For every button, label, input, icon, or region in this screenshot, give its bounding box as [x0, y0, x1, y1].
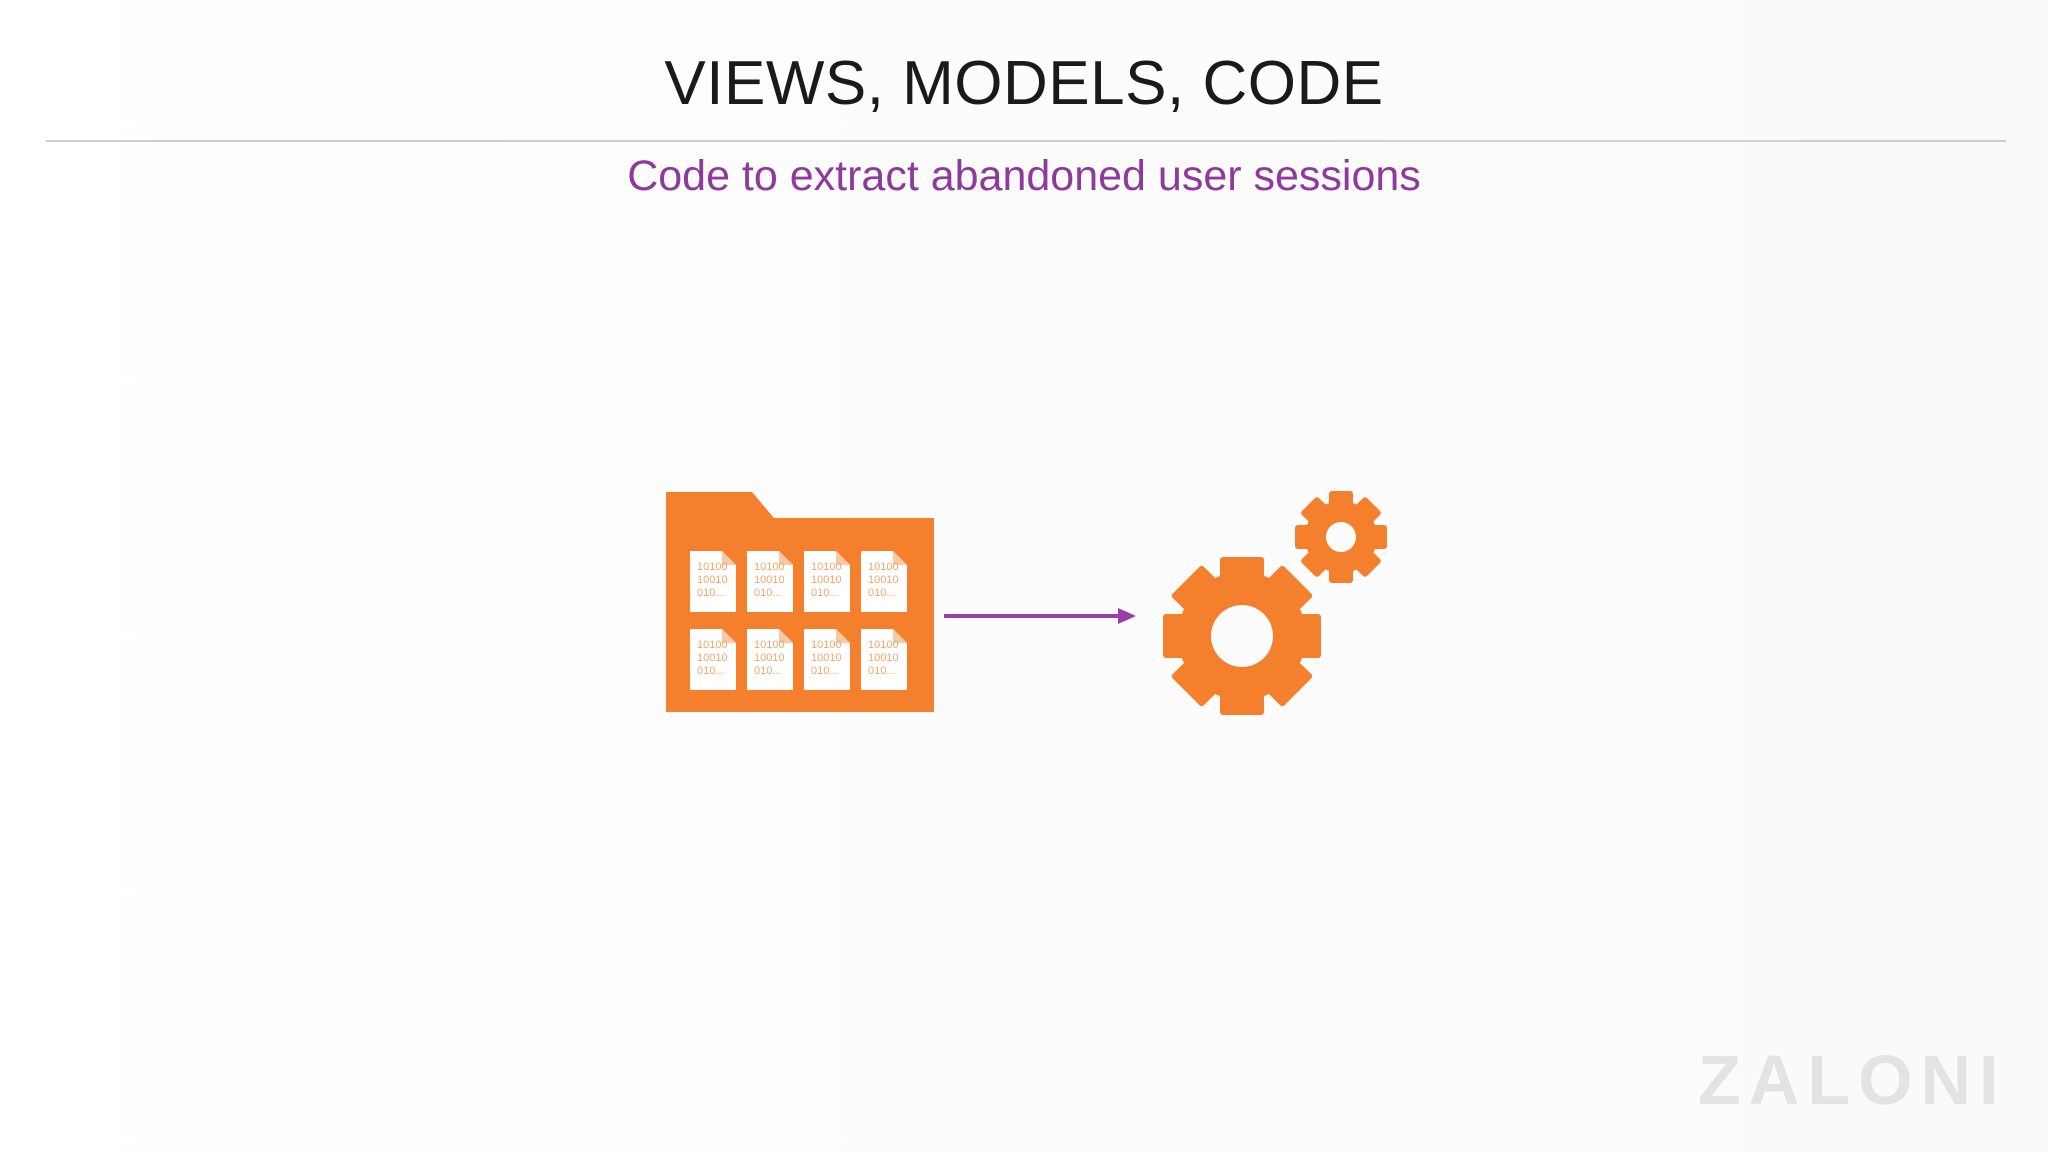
gear-tooth — [1171, 565, 1216, 610]
zaloni-logo: ZALONI — [1698, 1042, 2007, 1112]
gear-tooth — [1220, 694, 1264, 715]
binary-file-line: 10100 — [811, 561, 842, 573]
title-divider — [46, 140, 2006, 142]
gear-tooth — [1354, 550, 1381, 577]
binary-file-line: 10010 — [754, 574, 785, 586]
slide-title: VIEWS, MODELS, CODE — [664, 49, 1384, 118]
gear-tooth — [1371, 525, 1387, 549]
binary-file-line: 010... — [811, 587, 839, 599]
binary-file-line: 10100 — [754, 561, 785, 573]
binary-file-line: 010... — [697, 587, 725, 599]
binary-file-icon: 1010010010010... — [804, 551, 850, 612]
binary-file-line: 010... — [868, 587, 896, 599]
binary-file-line: 010... — [697, 665, 725, 677]
binary-file-icon: 1010010010010... — [690, 551, 736, 612]
binary-file-line: 10100 — [697, 561, 728, 573]
arrow-head — [1118, 608, 1136, 624]
gear-tooth — [1163, 614, 1184, 658]
binary-file-icon: 1010010010010... — [861, 551, 907, 612]
small-gear-icon — [1295, 491, 1387, 583]
gear-hole — [1326, 522, 1356, 552]
binary-file-line: 10100 — [697, 639, 728, 651]
logo-wordmark: ZALONI — [1698, 1042, 2007, 1112]
large-gear-icon — [1163, 557, 1321, 715]
binary-file-line: 10010 — [697, 574, 728, 586]
binary-file-icon: 1010010010010... — [804, 629, 850, 690]
binary-file-icon: 1010010010010... — [747, 551, 793, 612]
gear-tooth — [1329, 491, 1353, 507]
binary-file-line: 10100 — [754, 639, 785, 651]
binary-file-icon: 1010010010010... — [747, 629, 793, 690]
arrow-right-icon — [944, 608, 1136, 624]
gear-tooth — [1301, 497, 1328, 524]
binary-file-line: 10010 — [697, 652, 728, 664]
gears-icon — [1163, 491, 1387, 715]
gear-hole — [1211, 605, 1273, 667]
binary-file-line: 10100 — [868, 561, 899, 573]
gear-tooth — [1295, 525, 1311, 549]
binary-file-line: 010... — [868, 665, 896, 677]
binary-file-icon: 1010010010010... — [861, 629, 907, 690]
binary-file-line: 10100 — [868, 639, 899, 651]
gear-tooth — [1220, 557, 1264, 578]
binary-file-line: 10010 — [754, 652, 785, 664]
gear-tooth — [1329, 567, 1353, 583]
binary-file-line: 010... — [754, 665, 782, 677]
slide-subtitle: Code to extract abandoned user sessions — [627, 152, 1421, 200]
binary-file-line: 10010 — [868, 652, 899, 664]
binary-file-line: 010... — [754, 587, 782, 599]
binary-file-line: 10010 — [811, 652, 842, 664]
folder-with-binary-files-icon: 1010010010010...1010010010010...10100100… — [666, 492, 934, 712]
gear-tooth — [1171, 662, 1216, 707]
binary-file-icon: 1010010010010... — [690, 629, 736, 690]
gear-tooth — [1354, 497, 1381, 524]
gear-tooth — [1268, 662, 1313, 707]
gear-tooth — [1301, 550, 1328, 577]
binary-files-grid: 1010010010010...1010010010010...10100100… — [690, 551, 907, 690]
binary-file-line: 10010 — [868, 574, 899, 586]
binary-file-line: 10100 — [811, 639, 842, 651]
binary-file-line: 10010 — [811, 574, 842, 586]
binary-file-line: 010... — [811, 665, 839, 677]
gear-tooth — [1268, 565, 1313, 610]
gear-tooth — [1300, 614, 1321, 658]
